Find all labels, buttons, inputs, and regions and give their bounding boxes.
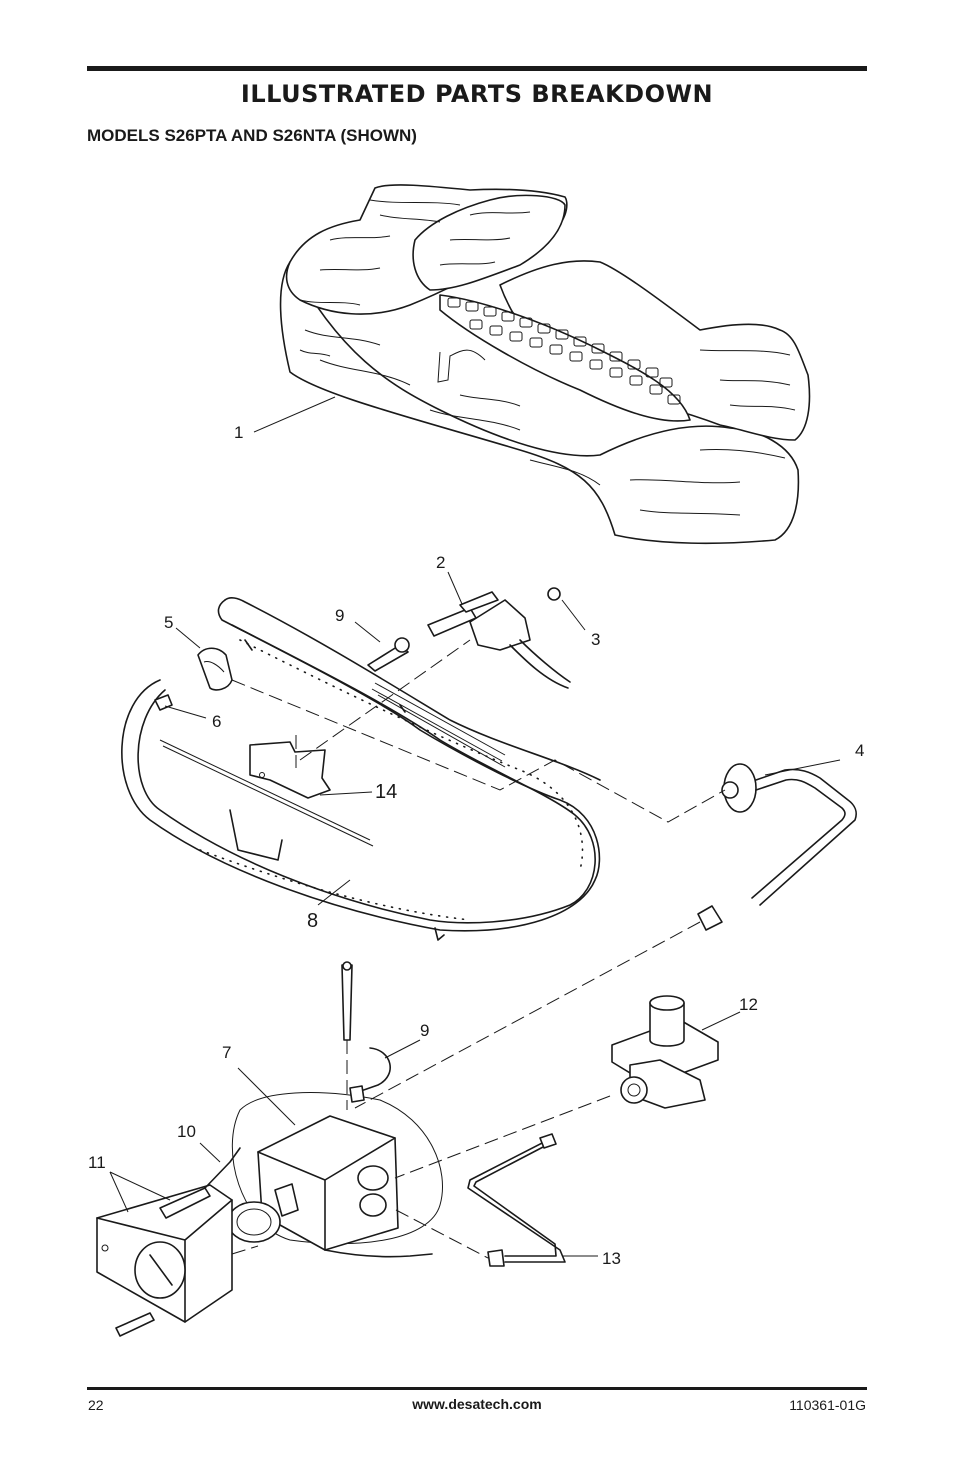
callout-14: 14 xyxy=(375,781,397,803)
callout-7: 7 xyxy=(222,1043,231,1062)
page-title: ILLUSTRATED PARTS BREAKDOWN xyxy=(240,80,714,108)
callout-13: 13 xyxy=(602,1249,621,1268)
models-subtitle: MODELS S26PTA AND S26NTA (SHOWN) xyxy=(87,126,417,145)
callout-12: 12 xyxy=(739,995,758,1014)
end-cap xyxy=(154,627,233,719)
pilot-assembly xyxy=(354,571,586,689)
injector-tube xyxy=(697,759,857,931)
callout-6: 6 xyxy=(212,712,221,731)
callout-11: 11 xyxy=(88,1153,106,1172)
callout-2: 2 xyxy=(436,553,445,572)
callout-10: 10 xyxy=(177,1122,196,1141)
callout-9-upper: 9 xyxy=(335,606,344,625)
callout-9-lower: 9 xyxy=(420,1021,429,1040)
regulator xyxy=(611,995,741,1109)
pilot-tube-lower xyxy=(349,1039,421,1103)
gas-valve xyxy=(227,1067,443,1258)
callout-8: 8 xyxy=(307,910,318,932)
igniter-bracket xyxy=(96,1142,241,1337)
page-number: 22 xyxy=(88,1397,104,1413)
callout-5: 5 xyxy=(164,613,173,632)
bottom-rule xyxy=(87,1387,867,1390)
mounting-screw xyxy=(341,961,353,1041)
callout-1: 1 xyxy=(234,423,243,442)
website-link[interactable]: www.desatech.com xyxy=(412,1396,542,1412)
burner xyxy=(121,597,601,941)
callout-3: 3 xyxy=(591,630,600,649)
burner-bracket xyxy=(249,741,373,799)
gas-line xyxy=(467,1133,598,1267)
callout-4: 4 xyxy=(855,741,864,760)
document-number: 110361-01G xyxy=(789,1397,866,1413)
top-rule xyxy=(87,66,867,71)
log-set xyxy=(253,184,811,545)
